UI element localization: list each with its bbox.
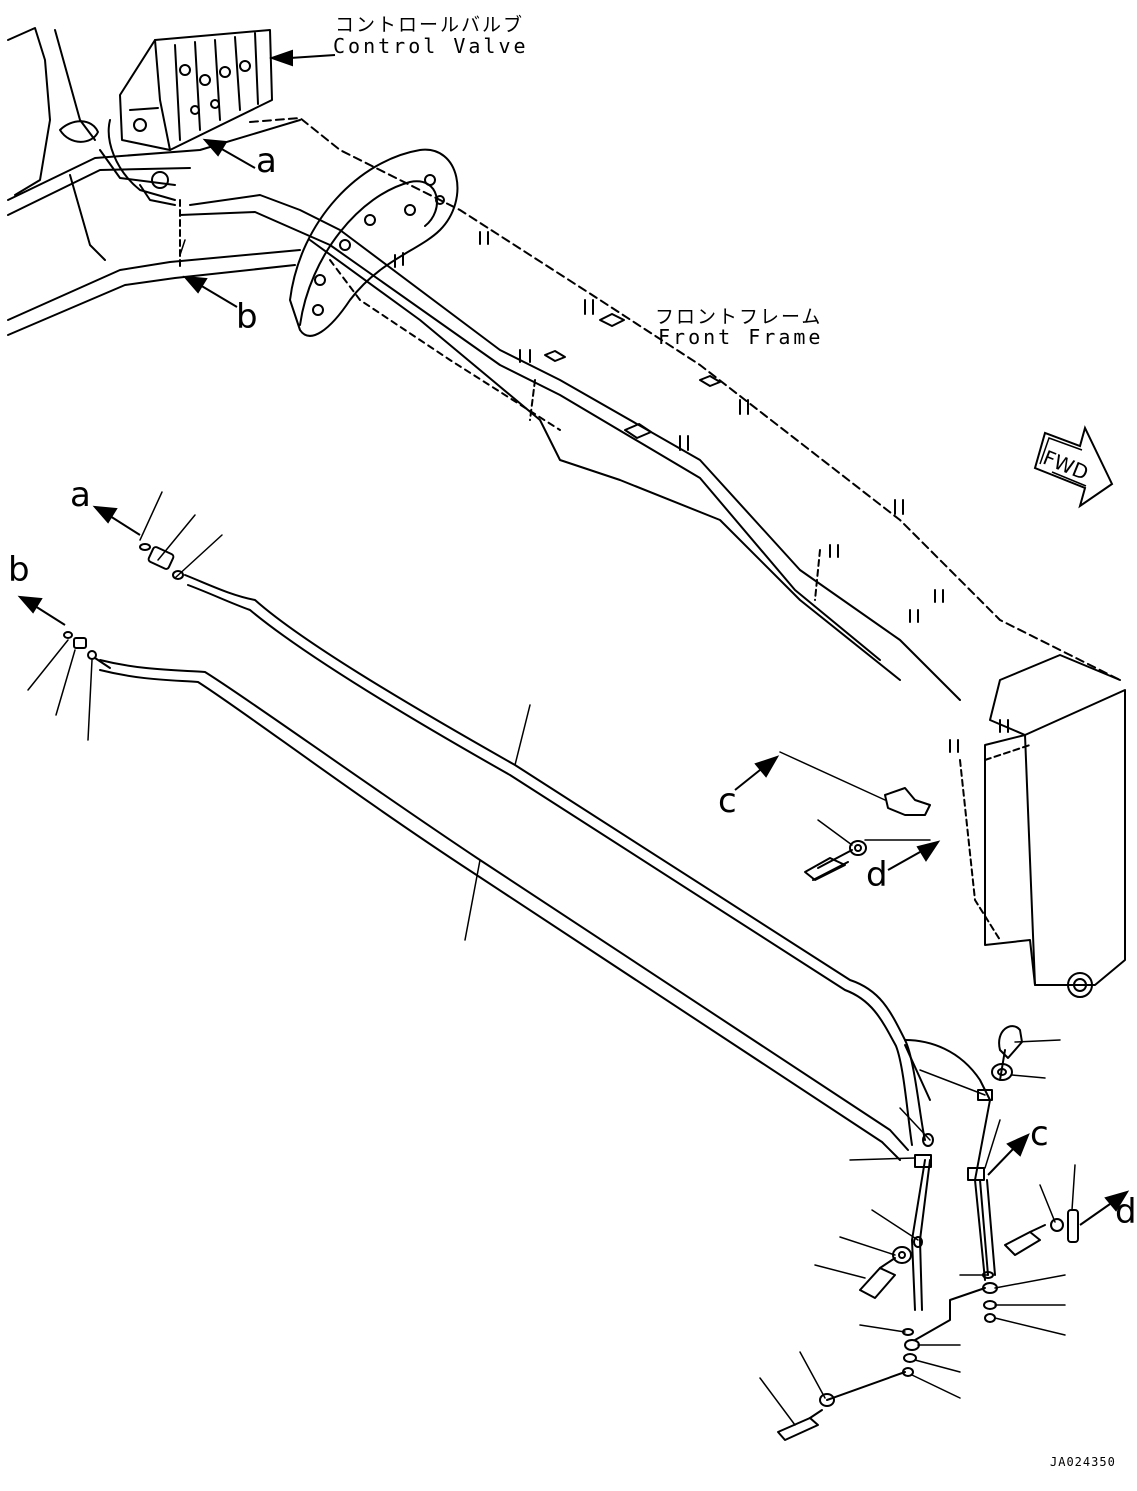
- control-valve-label-jp: コントロールバルブ: [335, 14, 525, 36]
- bracket-c-assembly: [804, 787, 931, 881]
- arrow-d-lower: [1079, 1190, 1130, 1226]
- arrow-c-upper: [734, 755, 780, 791]
- callout-c-lower: c: [1030, 1114, 1049, 1154]
- tube-b: [99, 659, 909, 1161]
- callout-d-upper: d: [866, 855, 888, 895]
- control-valve-label-en: Control Valve: [333, 34, 529, 58]
- fwd-arrow-icon: FWD: [1033, 425, 1114, 509]
- callout-d-lower: d: [1115, 1192, 1137, 1232]
- arrow-a-lower: [92, 505, 141, 536]
- arrow-control-valve: [268, 49, 336, 67]
- fittings-upper-left: [63, 543, 184, 669]
- front-frame-outline: [179, 117, 1126, 998]
- arrow-c-lower: [987, 1133, 1030, 1176]
- tube-a: [184, 574, 996, 1311]
- arrow-a-upper: [202, 138, 256, 169]
- front-frame-label-jp: フロントフレーム: [655, 306, 823, 328]
- arrow-d-upper: [887, 840, 941, 871]
- control-valve-body: [107, 29, 273, 201]
- arrow-b-upper: [182, 275, 238, 308]
- fittings-lower-right: [777, 1025, 1079, 1441]
- callout-b-lower: b: [8, 550, 30, 590]
- front-frame-label-en: Front Frame: [658, 325, 824, 349]
- callout-a-lower: a: [70, 475, 91, 515]
- arrows: [17, 49, 1130, 1226]
- callout-b-upper: b: [236, 297, 258, 337]
- leader-lines: [27, 239, 1076, 1426]
- rear-frame-outline: [7, 27, 301, 336]
- callout-c-upper: c: [718, 781, 737, 821]
- arrow-b-lower: [17, 595, 66, 626]
- document-id: JA024350: [1050, 1455, 1116, 1469]
- callout-a-upper: a: [256, 141, 277, 181]
